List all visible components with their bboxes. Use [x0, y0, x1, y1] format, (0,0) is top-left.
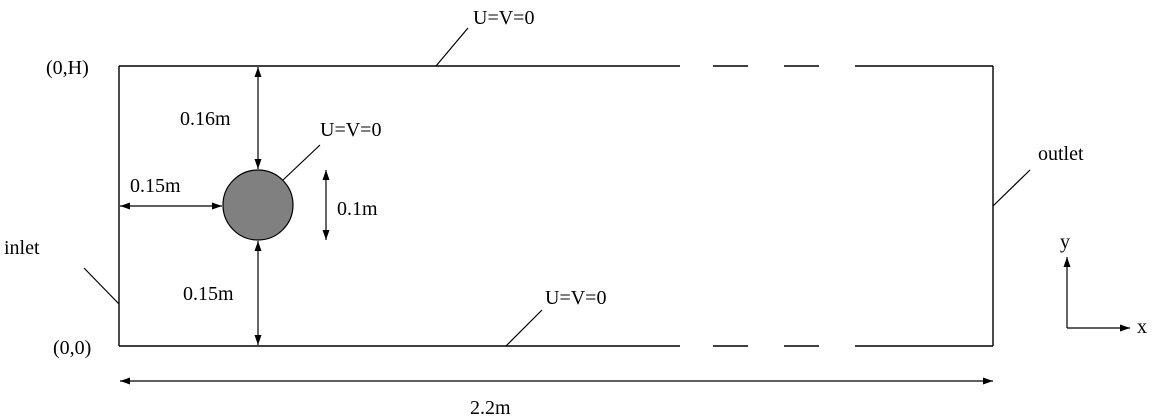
leader-outlet: [992, 169, 1031, 207]
label-axis-y: y: [1060, 231, 1070, 253]
axis-indicator: [1063, 257, 1130, 332]
label-cylinder-bc: U=V=0: [320, 119, 381, 141]
label-length: 2.2m: [470, 397, 511, 418]
label-dist-top: 0.16m: [180, 108, 231, 130]
label-diameter: 0.1m: [337, 198, 378, 220]
leader-inlet: [83, 267, 120, 305]
label-axis-x: x: [1137, 316, 1147, 338]
label-origin-bottom: (0,0): [53, 337, 91, 359]
leader-bottom-wall: [505, 309, 543, 347]
label-origin-top: (0,H): [46, 57, 89, 79]
channel-domain: [118, 65, 994, 347]
leader-top-wall: [435, 27, 469, 67]
label-inlet: inlet: [4, 237, 40, 259]
label-bottom-wall-bc: U=V=0: [545, 287, 606, 309]
label-dist-left: 0.15m: [130, 175, 181, 197]
label-top-wall-bc: U=V=0: [473, 7, 534, 29]
leader-cylinder: [282, 144, 321, 181]
label-outlet: outlet: [1038, 143, 1084, 165]
label-dist-bottom: 0.15m: [183, 283, 234, 305]
cylinder: [222, 169, 294, 241]
